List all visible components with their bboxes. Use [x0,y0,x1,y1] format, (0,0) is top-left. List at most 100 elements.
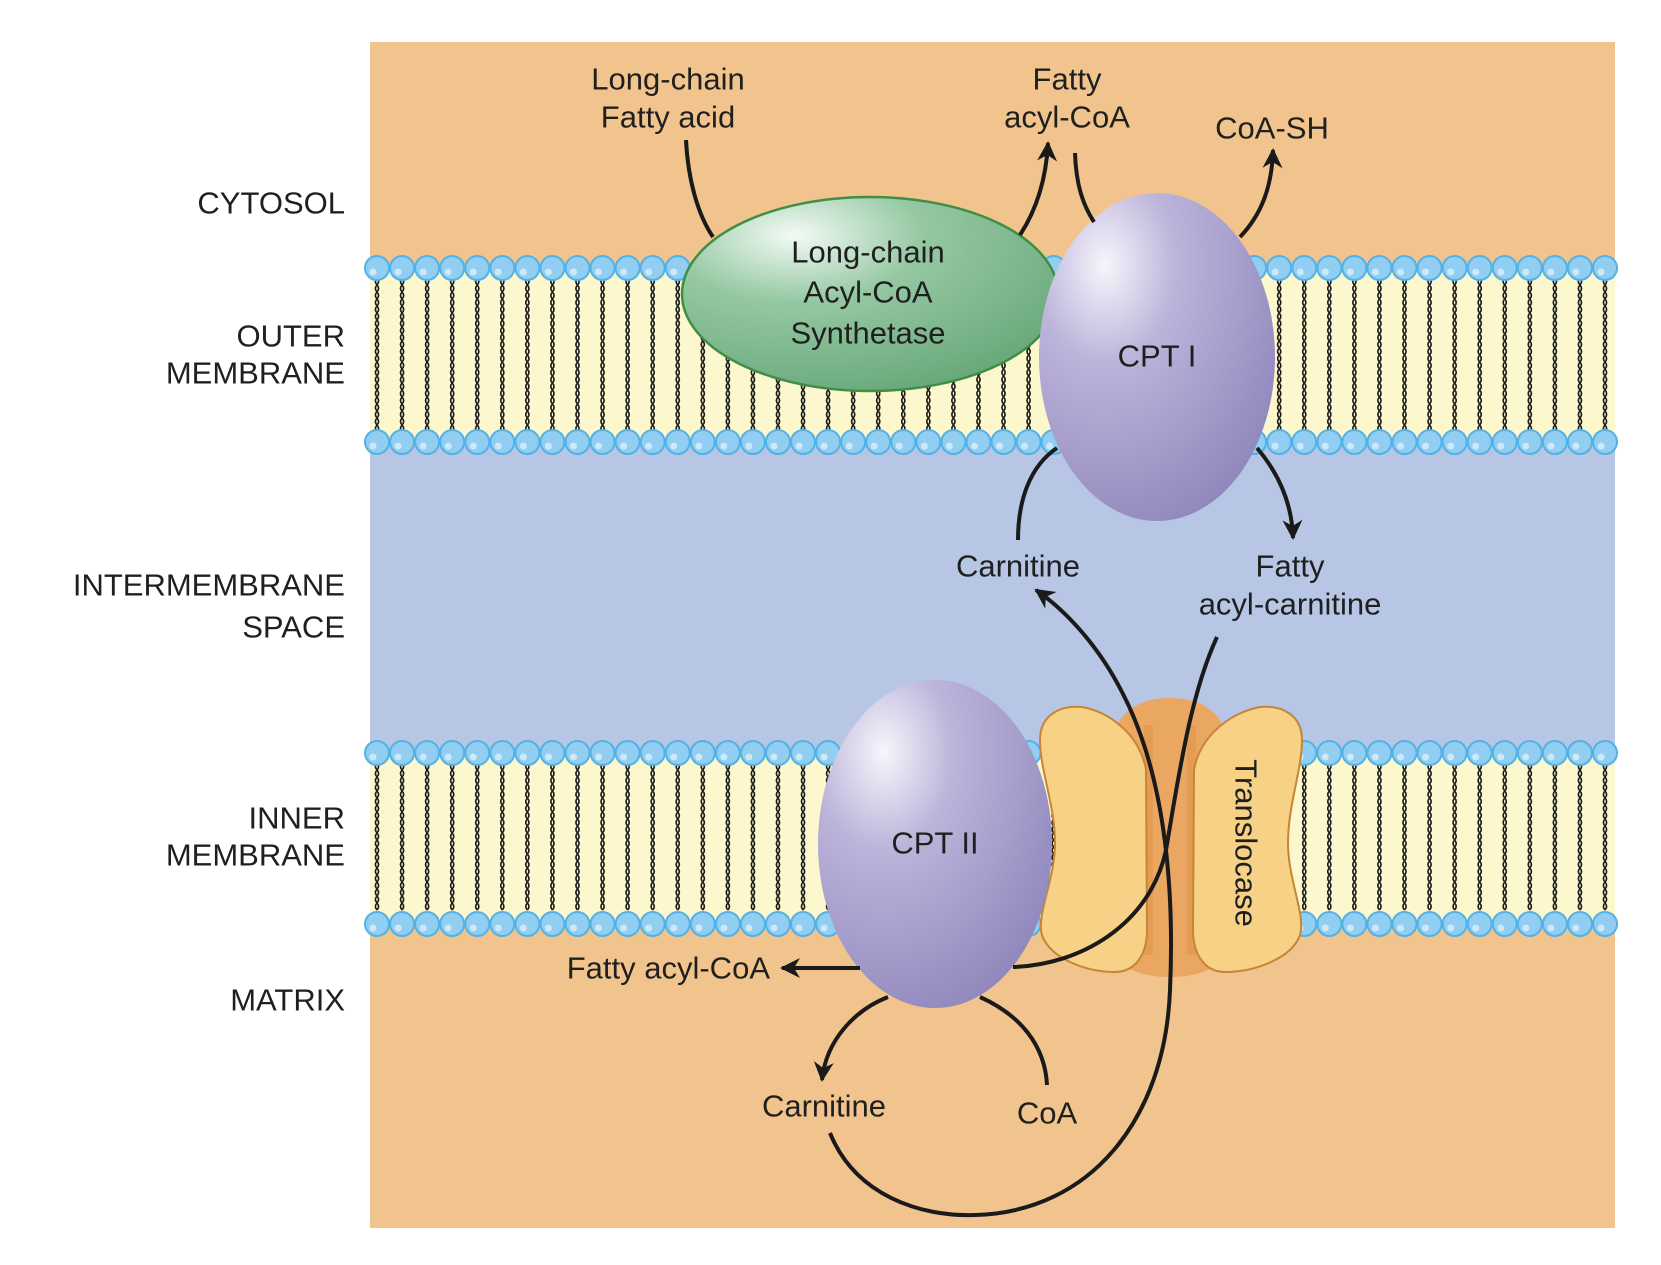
lipid-head [614,911,641,937]
lipid-head [739,429,766,455]
lipid-head-highlight [1397,268,1405,276]
lipid-head-highlight [820,442,828,450]
lipid-head-highlight [670,753,678,761]
lipid-tail [499,762,505,911]
cpt2-body [818,680,1052,1008]
lipid-tail [675,277,681,433]
lipid-head-highlight [1021,442,1029,450]
lipid-head [1491,429,1518,455]
lipid-head-highlight [1346,442,1354,450]
lipid-head-highlight [444,924,452,932]
lipid-head-highlight [1321,924,1329,932]
lipid-head-highlight [519,753,527,761]
lipid-tail [399,762,405,911]
lipid-head-highlight [1397,924,1405,932]
lipid-head-highlight [1422,442,1430,450]
lipid-head-highlight [1271,268,1279,276]
lipid-tail [524,762,530,911]
lipid-head [1566,255,1593,281]
lipid-tail [399,277,405,433]
lipid-head-highlight [770,442,778,450]
lipid-head-highlight [469,442,477,450]
lipid-head-highlight [1547,442,1555,450]
lipid-tail [399,762,405,911]
lipid-head-highlight [1271,442,1279,450]
lipid-tail [550,762,555,911]
cpt1[interactable]: CPT I [1039,193,1275,521]
lipid-head-highlight [645,753,653,761]
lipid-head [414,740,441,766]
synthetase-to-fatty-acyl-coa-arrow [1018,141,1058,237]
lipid-head [940,429,967,455]
lipid-tail [424,762,430,911]
acyl-coa-synthetase[interactable]: Long-chain Acyl-CoA Synthetase [680,195,1060,393]
lipid-head-highlight [1447,753,1455,761]
cytosol-fatty-acid-label-line1: Long-chain [591,62,744,97]
lipid-head [1516,255,1543,281]
cpt1-label: CPT I [1118,339,1197,374]
lipid-head [1516,911,1543,937]
lipid-tail [700,762,706,911]
lipid-tail [499,762,505,911]
metabolite-labels: Long-chain Fatty acid Fatty acyl-CoA CoA… [567,62,1382,1131]
lipid-head-highlight [1472,442,1480,450]
lipid-head [1341,255,1368,281]
lipid-head [539,740,566,766]
lipid-tail [800,762,806,911]
cpt2[interactable]: CPT II [818,680,1052,1008]
lipid-head-highlight [720,753,728,761]
lipid-head-highlight [595,268,603,276]
lipid-head [589,911,616,937]
lipid-head [389,740,416,766]
cytosol-fatty-acid-label-line2: Fatty acid [601,100,735,135]
lipid-head-highlight [494,268,502,276]
lipid-head-highlight [1371,268,1379,276]
lipid-head [364,429,390,455]
lipid-tail [1276,277,1282,433]
lipid-head-highlight [1296,442,1304,450]
lipid-tail [1301,762,1307,911]
lipid-head [514,429,541,455]
lipid-head-highlight [1321,753,1329,761]
lipid-head-highlight [1497,753,1505,761]
lipid-tail [700,762,706,911]
lipid-head [1366,911,1393,937]
lipid-head [1441,911,1468,937]
lipid-head-highlight [1447,924,1455,932]
fatty-acid-to-synthetase-line [684,139,715,239]
lipid-head-highlight [544,268,552,276]
lipid-head [1592,740,1618,766]
lipid-head-highlight [1422,924,1430,932]
lipid-head-highlight [1296,268,1304,276]
lipid-head-highlight [519,268,527,276]
lipid-tail [1527,762,1533,911]
lipid-head [1441,255,1468,281]
lipid-head [364,255,390,281]
lipid-head-highlight [845,442,853,450]
lipid-head-highlight [1572,924,1580,932]
lipid-head [689,911,716,937]
lipid-tail [1502,762,1508,911]
lipid-head [1391,911,1418,937]
lipid-tail [1326,762,1332,911]
lipid-tail [474,762,480,911]
lipid-head-highlight [494,924,502,932]
lipid-head [1416,429,1443,455]
lipid-tail [474,762,480,911]
lipid-head-highlight [595,924,603,932]
lipid-tail [1577,762,1583,911]
lipid-head-highlight [544,924,552,932]
lipid-head [1015,429,1042,455]
lipid-head [589,255,616,281]
lipid-tail [650,277,656,433]
lipid-head-highlight [494,442,502,450]
lipid-head [1466,740,1493,766]
lipid-head [389,911,416,937]
lipid-head-highlight [1472,268,1480,276]
matrix-coa-label: CoA [1017,1096,1078,1131]
lipid-head-highlight [569,753,577,761]
lipid-head [1416,255,1443,281]
ims-carnitine-label: Carnitine [956,549,1080,584]
lipid-head-highlight [1572,442,1580,450]
lipid-tail [625,762,631,911]
